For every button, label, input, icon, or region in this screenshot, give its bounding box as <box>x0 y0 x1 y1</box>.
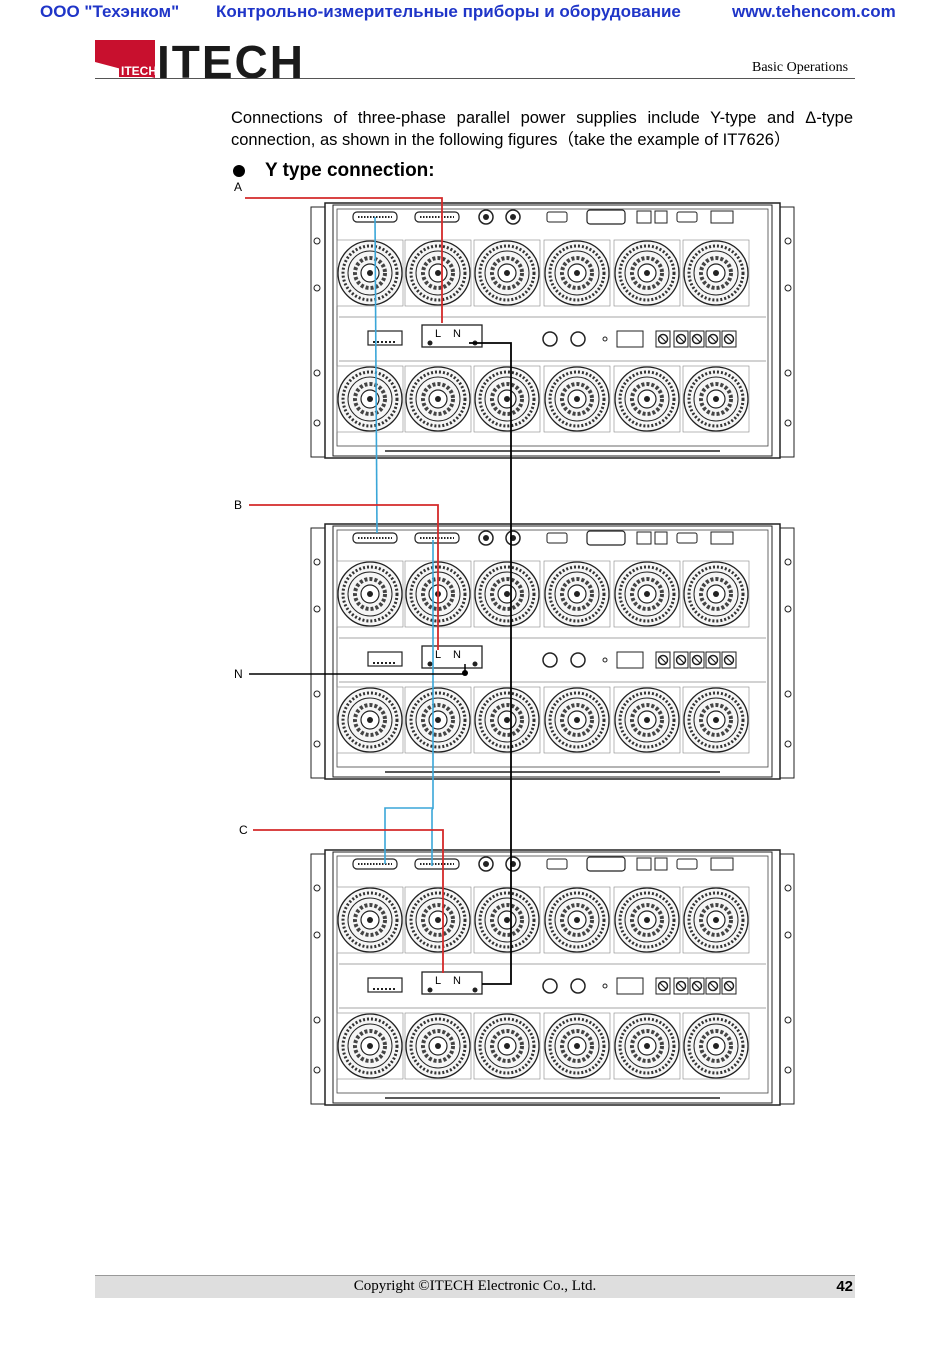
power-supply-unit-2 <box>311 524 794 779</box>
logo-red-band <box>119 63 155 77</box>
bullet-icon <box>233 165 245 177</box>
intro-paragraph: Connections of three-phase parallel powe… <box>231 109 853 149</box>
power-supply-unit-3 <box>311 850 794 1105</box>
phase-a-wire <box>245 197 443 323</box>
phase-b-label: B <box>234 498 242 512</box>
phase-n-label: N <box>234 667 243 681</box>
footer: Copyright ©ITECH Electronic Co., Ltd. 42 <box>95 1275 855 1298</box>
logo-main-text: ITECH <box>157 40 305 80</box>
phase-c-wire <box>253 829 444 973</box>
company-website[interactable]: www.tehencom.com <box>732 2 896 21</box>
itech-logo: ITECH ITECH <box>95 40 305 80</box>
phase-c-label: C <box>239 823 248 837</box>
power-supply-unit-1 <box>311 203 794 458</box>
company-name: ООО "Техэнком" <box>40 2 180 21</box>
section-title: Basic Operations <box>752 60 849 75</box>
phase-b-wire <box>249 504 439 650</box>
phase-a-label: A <box>234 180 242 194</box>
section-heading: Y type connection: <box>265 160 435 181</box>
company-tagline: Контрольно-измерительные приборы и обору… <box>216 2 681 21</box>
signal-wire-1 <box>374 216 378 534</box>
page-number: 42 <box>836 1278 853 1295</box>
logo-small-text: ITECH <box>121 64 157 78</box>
header-divider <box>95 78 855 79</box>
neutral-bus-wire <box>469 342 512 985</box>
top-banner: ООО "Техэнком" Контрольно-измерительные … <box>0 2 950 24</box>
wiring-diagram: L N <box>234 180 805 1113</box>
copyright-text: Copyright ©ITECH Electronic Co., Ltd. <box>353 1278 597 1294</box>
